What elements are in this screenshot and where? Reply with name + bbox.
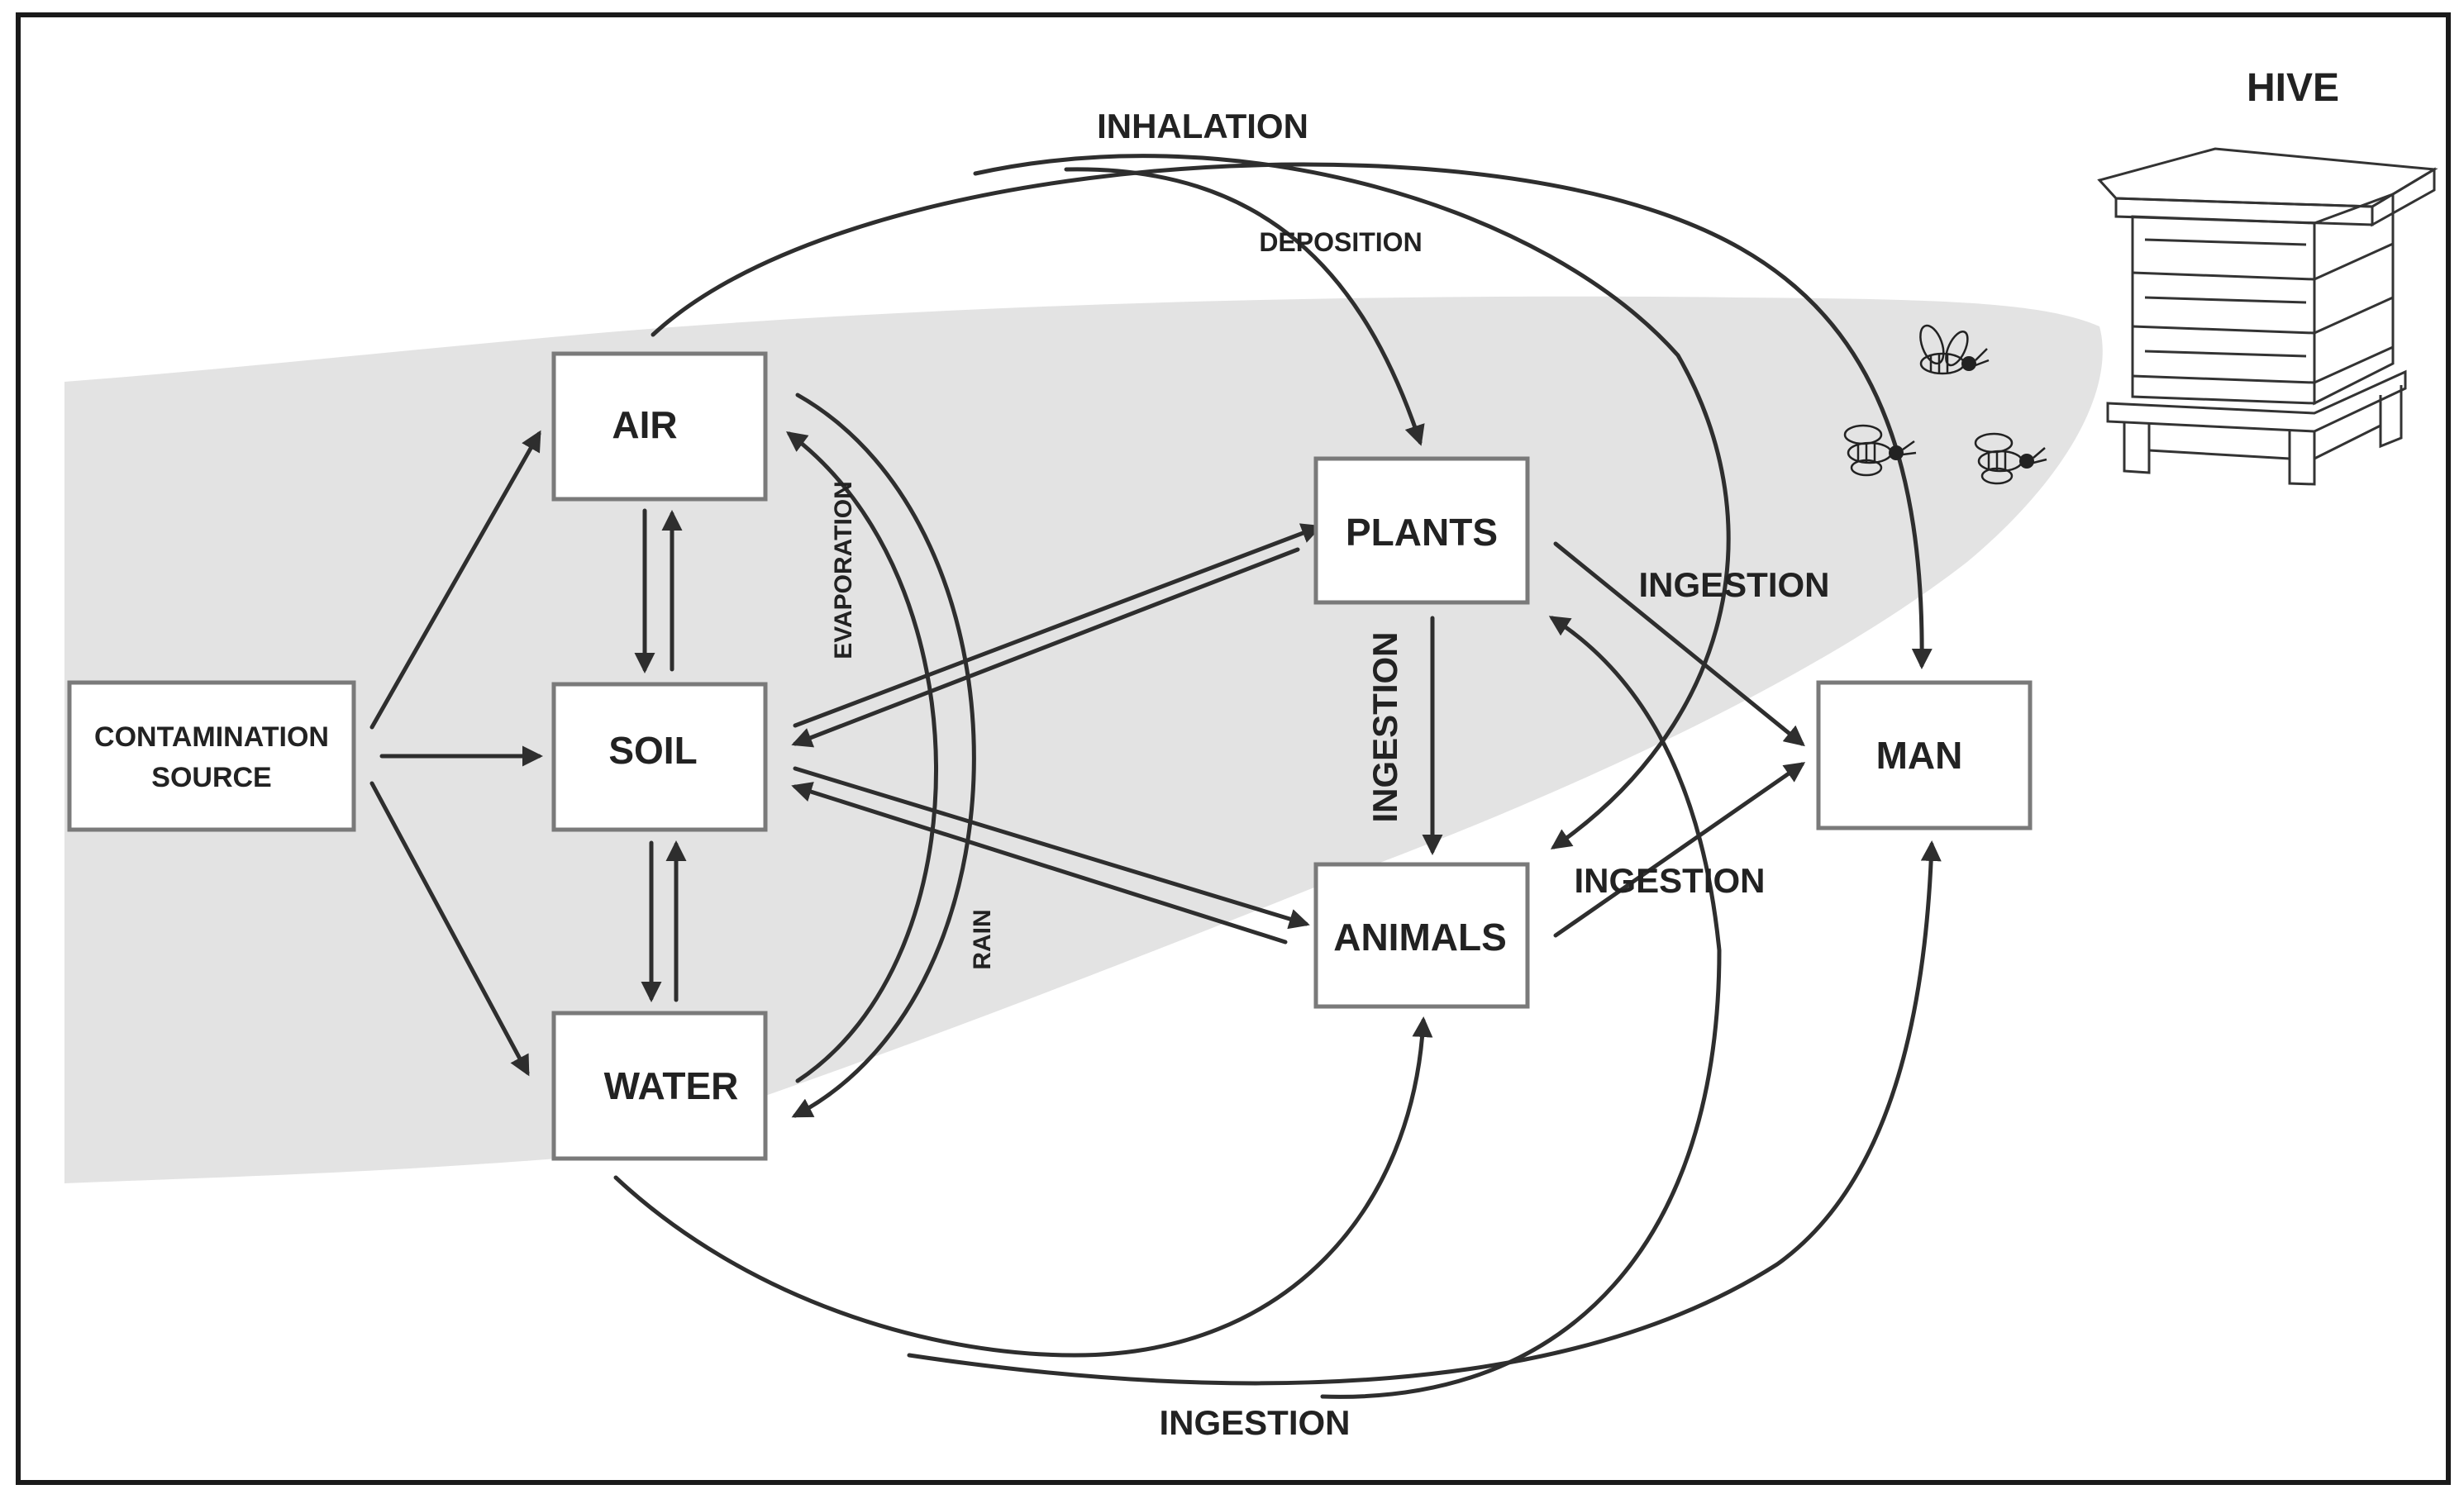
arrow-animals-to-soil [791, 782, 1288, 945]
label-ingestion-water: INGESTION [1159, 1403, 1350, 1442]
label-ingestion-plants-man: INGESTION [1638, 565, 1829, 604]
bee-icon [1919, 324, 1990, 375]
plants-label: PLANTS [1346, 511, 1498, 554]
node-soil: SOIL [551, 682, 768, 832]
arrow-rain [791, 393, 976, 1118]
arrow-water-to-man [907, 840, 1942, 1386]
air-label: AIR [612, 403, 677, 446]
label-evaporation: EVAPORATION [830, 481, 857, 659]
hive-label: HIVE [2247, 66, 2339, 110]
arrow-water-to-plants [1320, 616, 1722, 1399]
animals-label: ANIMALS [1333, 916, 1507, 959]
arrow-inhalation-to-man [651, 162, 1933, 669]
bee-icon [1974, 432, 2047, 485]
label-rain: RAIN [969, 909, 996, 969]
man-label: MAN [1876, 734, 1963, 777]
label-deposition: DEPOSITION [1259, 227, 1422, 257]
bee-icon [1843, 424, 1917, 477]
source-label-line1: CONTAMINATION [94, 721, 329, 753]
node-water: WATER [551, 1011, 768, 1161]
hive-icon [2097, 147, 2438, 486]
arrow-animals-to-man [1553, 762, 1806, 938]
arrow-plants-to-soil [791, 547, 1300, 748]
water-label: WATER [604, 1064, 739, 1107]
label-inhalation: INHALATION [1097, 107, 1308, 145]
arrow-plants-to-man [1553, 541, 1805, 747]
arrow-water-to-animals [613, 1016, 1433, 1358]
arrow-deposition [1064, 167, 1425, 446]
node-man: MAN [1816, 680, 2033, 830]
arrow-inhalation-to-animals [973, 154, 1731, 849]
arrow-soil-to-plants [793, 523, 1323, 728]
node-plants: PLANTS [1313, 456, 1530, 605]
arrow-source-to-water [369, 781, 530, 1077]
environment-band [64, 296, 2103, 1183]
arrow-evaporation [785, 431, 938, 1083]
label-ingestion-plants-animals: INGESTION [1365, 631, 1404, 822]
arrow-source-to-air [369, 430, 541, 730]
node-animals: ANIMALS [1313, 862, 1530, 1009]
arrow-soil-to-animals [793, 766, 1310, 930]
label-ingestion-animals-man: INGESTION [1574, 861, 1765, 900]
source-label-line2: SOURCE [151, 762, 271, 793]
soil-label: SOIL [608, 729, 697, 772]
node-air: AIR [551, 351, 768, 502]
node-contamination-source: CONTAMINATION SOURCE [67, 680, 356, 832]
